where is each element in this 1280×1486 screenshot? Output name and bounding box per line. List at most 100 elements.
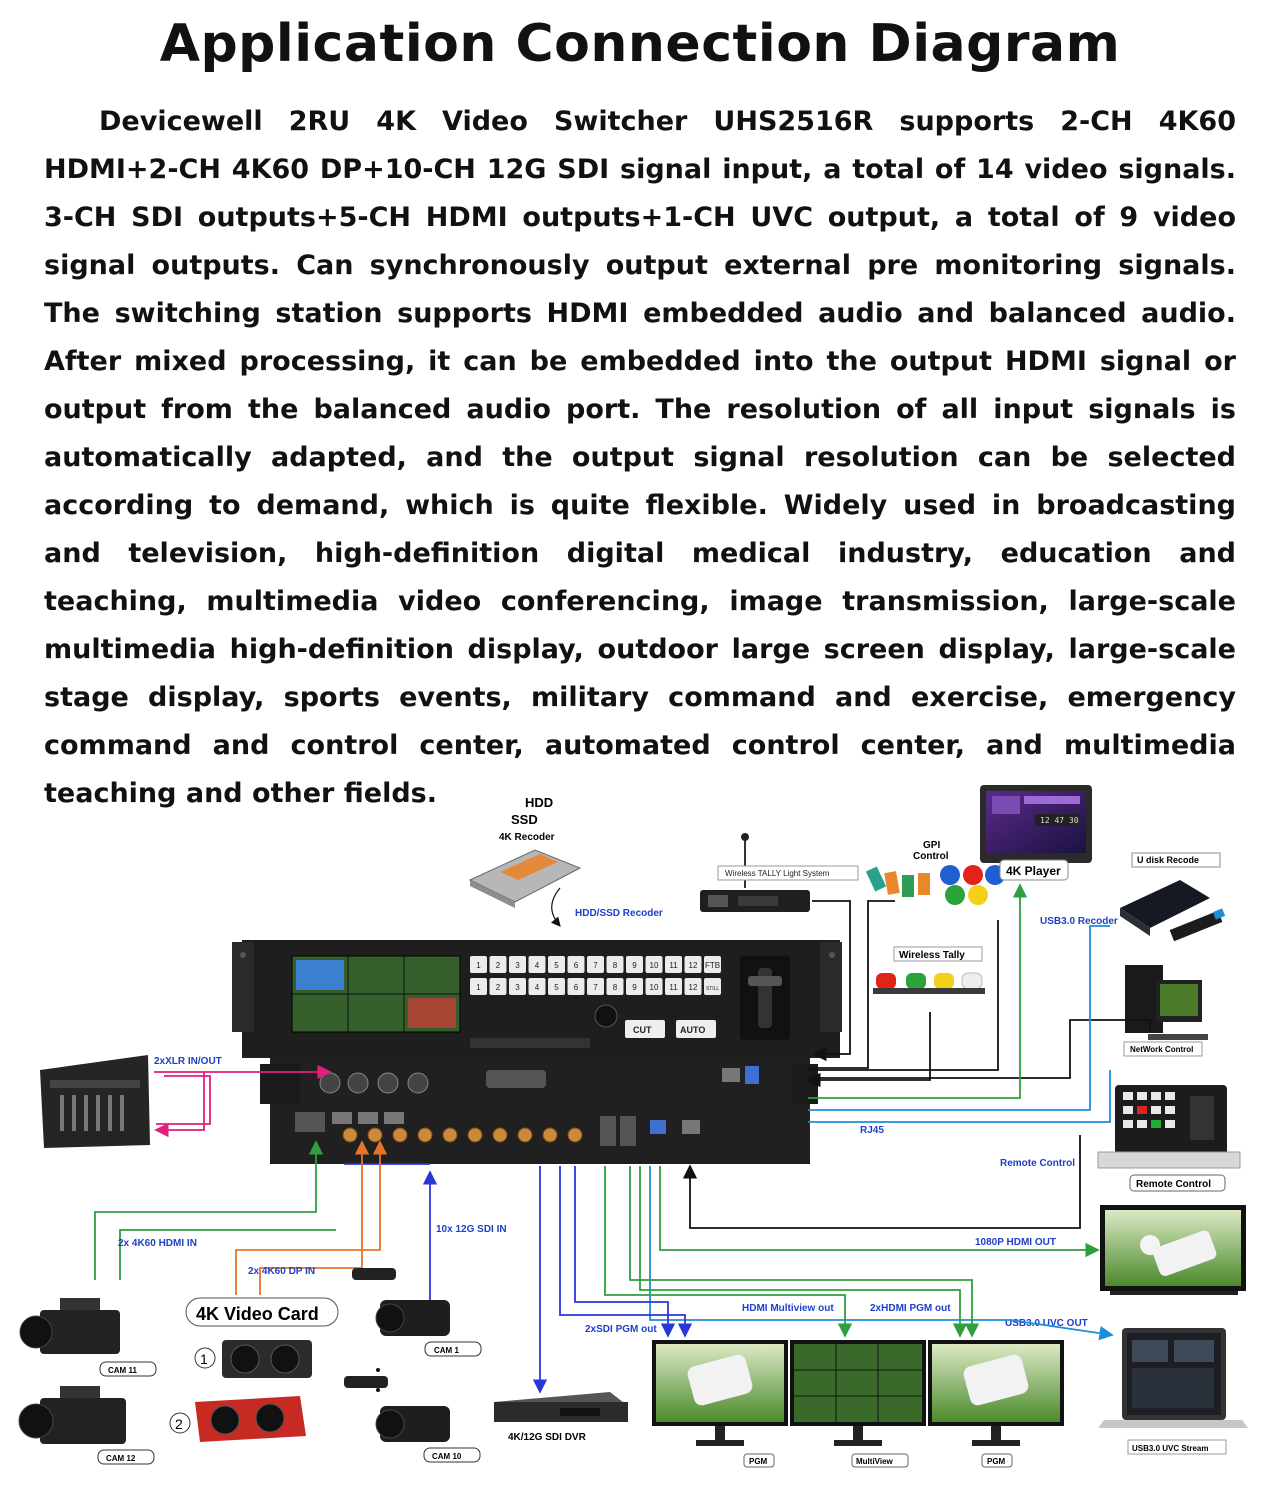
switcher-key-label: 6 [574,983,579,992]
card2-number: 2 [175,1416,183,1432]
switcher-key-2-11 [665,978,682,995]
gpi-control: GPI Control [865,840,1005,905]
udisk-label: U disk Recode [1137,855,1199,865]
hdmi-pgm-out-label: 2xHDMI PGM out [870,1303,951,1314]
audio-mixer: 2xXLR IN/OUT [40,1055,222,1148]
description-paragraph: Devicewell 2RU 4K Video Switcher UHS2516… [44,106,1236,809]
audio-link-label: 2xXLR IN/OUT [154,1056,222,1067]
switcher-key-2-10 [645,978,663,995]
switcher-key-1-7 [587,956,604,973]
switcher-key-label: 9 [632,961,637,970]
switcher-key-label: FTB [705,961,720,970]
switcher-key-1-8 [606,956,624,973]
switcher-key-2-5 [548,978,565,995]
sdi-pgm-out-label: 2xSDI PGM out [585,1324,657,1335]
cut-key: CUT [633,1025,652,1035]
ssd-icon [468,849,582,908]
hdd-ssd-recorder-device: HDD SSD 4K Recoder HDD/SSD Recoder [468,795,663,927]
gpi-label-1: GPI [923,840,940,851]
ssd-label: SSD [511,812,538,827]
uvc-stream-label: USB3.0 UVC Stream [1132,1444,1208,1453]
4k-player-monitor: 12 47 30 4K Player [980,785,1092,881]
gpi-label-2: Control [913,851,949,862]
switcher-key-label: 10 [650,983,659,992]
switcher-key-2-4 [528,978,546,995]
switcher-key-label: 12 [689,983,698,992]
connection-lines [94,883,1151,1394]
tally-system-label: Wireless TALLY Light System [725,869,830,878]
switcher-key-label: STILL [706,986,720,992]
switcher-key-1-9 [626,956,643,973]
switcher-key-label: 1 [476,961,481,970]
switcher-key-label: 4 [535,961,540,970]
monitor-multiview: MultiView [790,1340,926,1468]
switcher-key-label: 3 [515,983,520,992]
cam1-label: CAM 1 [434,1346,459,1355]
switcher-key-2-2 [489,978,507,995]
switcher-key-1-1 [470,956,487,973]
camera-1: CAM 1 [352,1268,482,1357]
switcher-key-1-4 [528,956,546,973]
cam10-label: CAM 10 [432,1452,462,1461]
switcher-key-1-12 [684,956,702,973]
switcher-key-1-6 [567,956,585,973]
multiview-label: MultiView [856,1457,894,1466]
switcher-key-2-12 [684,978,702,995]
cam11-label: CAM 11 [108,1366,137,1375]
remote-link-label: Remote Control [1000,1158,1075,1169]
card1-number: 1 [200,1351,208,1367]
wireless-tally-system: Wireless TALLY Light System [700,833,859,912]
usb-recoder-label: USB3.0 Recoder [1040,916,1118,927]
uvc-stream-laptop: USB3.0 UVC Stream USB3.0 UVC OUT [1005,1318,1248,1455]
rj45-label: RJ45 [860,1125,884,1136]
switcher-key-label: 9 [632,983,637,992]
cam12-label: CAM 12 [106,1454,136,1463]
usb-disk-recorder: U disk Recode USB3.0 Recoder [1040,852,1226,942]
switcher-key-label: 6 [574,961,579,970]
video-card-label: 4K Video Card [196,1304,319,1324]
wireless-tally-lights: Wireless Tally [873,946,985,994]
switcher-key-1-13 [704,956,721,973]
dp-in-label: 2x 4K60 DP IN [248,1266,315,1277]
switcher-key-2-6 [567,978,585,995]
switcher-key-label: 8 [613,983,618,992]
switcher-key-label: 11 [669,961,678,970]
switcher-key-label: 7 [593,983,598,992]
switcher-key-label: 3 [515,961,520,970]
switcher-key-label: 10 [650,961,659,970]
switcher-key-label: 2 [496,961,501,970]
switcher-key-label: 8 [613,961,618,970]
sdi-in-label: 10x 12G SDI IN [436,1224,507,1235]
video-card-group: 4K Video Card 1 2 [169,1297,339,1442]
switcher-key-1-11 [665,956,682,973]
camera-12: CAM 12 [18,1386,155,1465]
dvr-label: 4K/12G SDI DVR [508,1432,587,1443]
switcher-key-label: 7 [593,961,598,970]
switcher-key-1-5 [548,956,565,973]
remote-control-label: Remote Control [1136,1179,1211,1190]
pgm1-label: PGM [749,1457,768,1466]
wireless-tally-label: Wireless Tally [899,950,965,961]
monitor-pgm-2: PGM [928,1340,1064,1468]
hdmi-multiview-out-label: HDMI Multiview out [742,1303,834,1314]
switcher-key-label: 5 [554,983,559,992]
camera-10: CAM 10 [344,1376,481,1463]
switcher-key-label: 4 [535,983,540,992]
switcher-key-2-13 [704,978,721,995]
switcher-key-label: 12 [689,961,698,970]
auto-key: AUTO [680,1025,705,1035]
hdd-ssd-link-label: HDD/SSD Recoder [575,908,663,919]
switcher-key-2-8 [606,978,624,995]
player-clock: 12 47 30 [1040,816,1079,825]
switcher-key-label: 2 [496,983,501,992]
switcher-key-label: 11 [669,983,678,992]
switcher-key-1-10 [645,956,663,973]
switcher-key-2-9 [626,978,643,995]
1080p-display: 1080P HDMI OUT [975,1205,1246,1295]
hdd-label: HDD [525,795,553,810]
switcher-key-1-3 [509,956,526,973]
switcher-key-2-3 [509,978,526,995]
monitor-pgm-1: PGM [652,1340,788,1468]
switcher-key-2-7 [587,978,604,995]
switcher-key-2-1 [470,978,487,995]
